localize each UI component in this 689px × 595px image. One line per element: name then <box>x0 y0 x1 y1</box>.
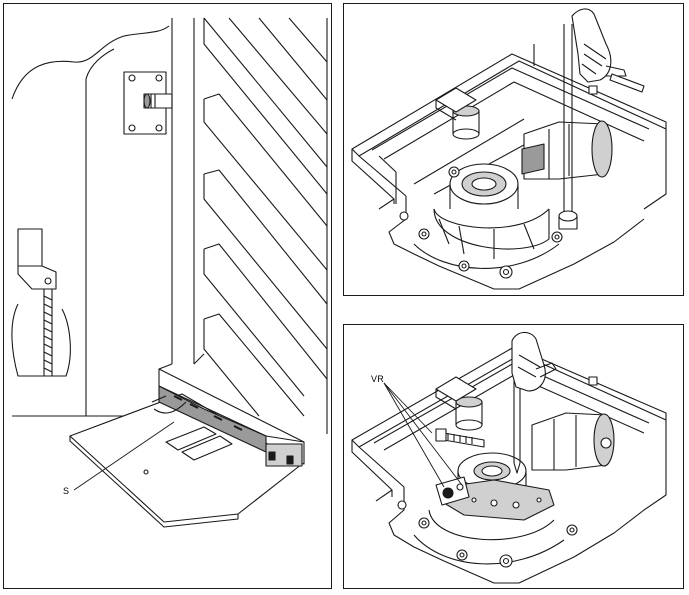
leader-vr-2 <box>384 383 444 487</box>
leader-vr-3 <box>384 383 462 485</box>
panel-motor-unlock <box>343 3 684 296</box>
limit-adjust-drawing <box>344 325 684 589</box>
limit-cam-plate <box>444 480 554 520</box>
housing-rim <box>352 347 666 447</box>
key <box>610 74 644 92</box>
hand <box>572 9 626 82</box>
motor-cylinder <box>522 121 612 179</box>
threaded-rod <box>44 289 52 376</box>
bolts <box>398 501 577 567</box>
gate-louvres <box>204 18 327 416</box>
panel-limit-adjust <box>343 324 684 589</box>
leader-s <box>74 422 174 490</box>
wall-bracket <box>18 229 56 289</box>
gear-hub <box>414 453 564 564</box>
release-rod <box>559 24 577 229</box>
post <box>436 377 482 430</box>
gate-installation-drawing <box>4 4 332 589</box>
callout-s: S <box>63 486 70 496</box>
callout-vr: VR <box>371 374 384 384</box>
leader-vr-1 <box>384 383 432 433</box>
hand <box>512 332 556 391</box>
motor-unlock-drawing <box>344 4 684 296</box>
motor-cylinder <box>532 413 614 470</box>
panel-gate-installation <box>3 3 332 589</box>
adjust-screw <box>436 429 484 447</box>
post <box>436 88 479 139</box>
gear-hub <box>414 164 559 268</box>
pillar-top-edge <box>12 26 169 99</box>
